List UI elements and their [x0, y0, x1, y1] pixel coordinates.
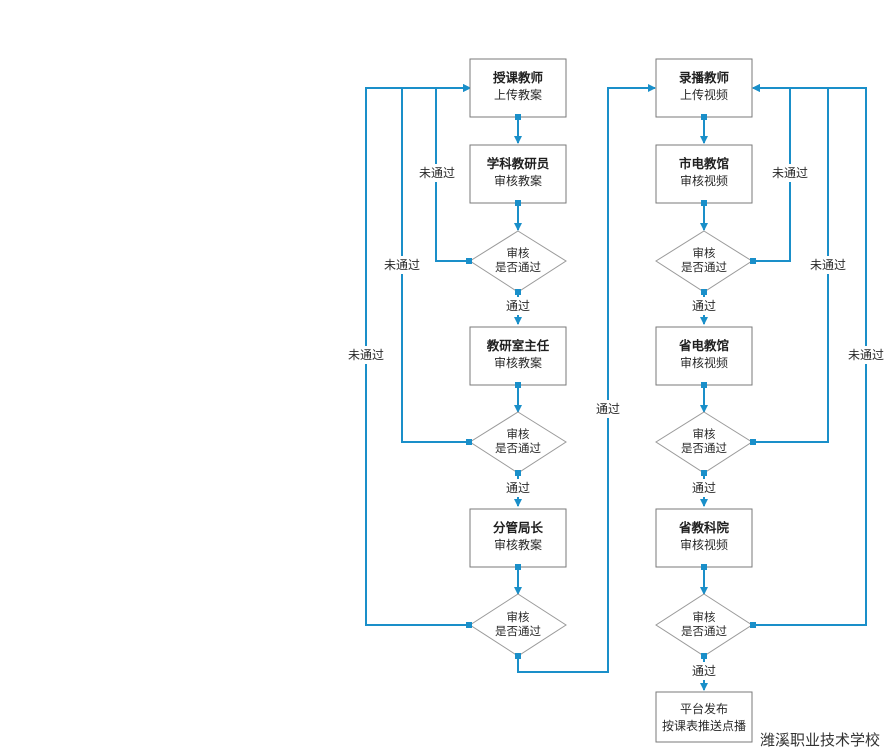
label-pass-l2: 通过 [506, 481, 530, 495]
right-review2-diamond: 审核 是否通过 [655, 411, 753, 474]
label-pass-l1: 通过 [506, 299, 530, 313]
right-review1-line2: 是否通过 [681, 260, 727, 274]
right-review2-line2: 是否通过 [681, 441, 727, 455]
right-step4-title: 省教科院 [678, 520, 730, 535]
dot [466, 258, 472, 264]
dot [750, 622, 756, 628]
arrow-bridge-pass [517, 84, 656, 673]
left-step2-box: 学科教研员 审核教案 [469, 144, 567, 204]
left-review1-line2: 是否通过 [495, 260, 541, 274]
left-step3-box: 教研室主任 审核教案 [469, 326, 567, 386]
label-pass-r1: 通过 [692, 299, 716, 313]
edge-labels: 通过 通过 通过 通过 通过 通过 未通过 未通过 未通过 未通过 未通过 未通… [346, 164, 886, 678]
dot [750, 258, 756, 264]
left-review3-diamond: 审核 是否通过 [469, 593, 567, 657]
label-fail-l1: 未通过 [419, 166, 455, 180]
label-fail-r1: 未通过 [772, 166, 808, 180]
dot [515, 382, 521, 388]
dot [466, 622, 472, 628]
right-step2-sub: 审核视频 [680, 173, 728, 188]
left-step1-sub: 上传教案 [494, 87, 542, 102]
left-step1-box: 授课教师 上传教案 [469, 58, 567, 118]
left-step2-sub: 审核教案 [494, 173, 542, 188]
dot [515, 653, 521, 659]
label-fail-r2: 未通过 [810, 258, 846, 272]
left-step1-title: 授课教师 [493, 70, 544, 85]
right-step2-box: 市电教馆 审核视频 [655, 144, 753, 204]
left-step4-sub: 审核教案 [494, 537, 542, 552]
right-review1-diamond: 审核 是否通过 [655, 230, 753, 293]
label-fail-l2: 未通过 [384, 258, 420, 272]
label-pass-bridge: 通过 [596, 402, 620, 416]
dot [701, 382, 707, 388]
dot [466, 439, 472, 445]
left-step3-sub: 审核教案 [494, 355, 542, 370]
dot [515, 470, 521, 476]
left-step2-title: 学科教研员 [487, 156, 550, 171]
dot [701, 114, 707, 120]
right-review2-line1: 审核 [693, 427, 716, 441]
right-review1-line1: 审核 [693, 246, 716, 260]
left-review2-line1: 审核 [507, 427, 530, 441]
dot [750, 439, 756, 445]
dot [701, 564, 707, 570]
right-review3-diamond: 审核 是否通过 [655, 593, 753, 657]
connection-dots [466, 114, 756, 659]
right-step3-box: 省电教馆 审核视频 [655, 326, 753, 386]
left-review2-diamond: 审核 是否通过 [469, 411, 567, 474]
dot [515, 564, 521, 570]
right-review3-line2: 是否通过 [681, 624, 727, 638]
left-review2-line2: 是否通过 [495, 441, 541, 455]
right-final-line1: 平台发布 [680, 701, 728, 716]
left-review3-line1: 审核 [507, 610, 530, 624]
right-step1-title: 录播教师 [679, 70, 730, 85]
dot [701, 470, 707, 476]
right-step3-title: 省电教馆 [678, 338, 729, 353]
left-step4-title: 分管局长 [493, 520, 544, 535]
right-final-box: 平台发布 按课表推送点播 [655, 691, 753, 743]
label-fail-r3: 未通过 [848, 348, 884, 362]
label-fail-l3: 未通过 [348, 348, 384, 362]
right-step4-sub: 审核视频 [680, 537, 728, 552]
right-step2-title: 市电教馆 [679, 156, 729, 171]
label-pass-r2: 通过 [692, 481, 716, 495]
left-step3-title: 教研室主任 [486, 338, 550, 353]
dot [701, 653, 707, 659]
dot [701, 289, 707, 295]
dot [515, 289, 521, 295]
right-step4-box: 省教科院 审核视频 [655, 508, 753, 568]
left-step4-box: 分管局长 审核教案 [469, 508, 567, 568]
right-final-line2: 按课表推送点播 [662, 718, 746, 733]
right-step1-sub: 上传视频 [680, 87, 728, 102]
right-step3-sub: 审核视频 [680, 355, 728, 370]
left-review1-line1: 审核 [507, 246, 530, 260]
dot [515, 200, 521, 206]
right-step1-box: 录播教师 上传视频 [655, 58, 753, 118]
dot [515, 114, 521, 120]
left-review1-diamond: 审核 是否通过 [469, 230, 567, 293]
label-pass-r3: 通过 [692, 664, 716, 678]
right-review3-line1: 审核 [693, 610, 716, 624]
watermark-text: 潍溪职业技术学校 [760, 731, 881, 749]
dot [701, 200, 707, 206]
left-review3-line2: 是否通过 [495, 624, 541, 638]
